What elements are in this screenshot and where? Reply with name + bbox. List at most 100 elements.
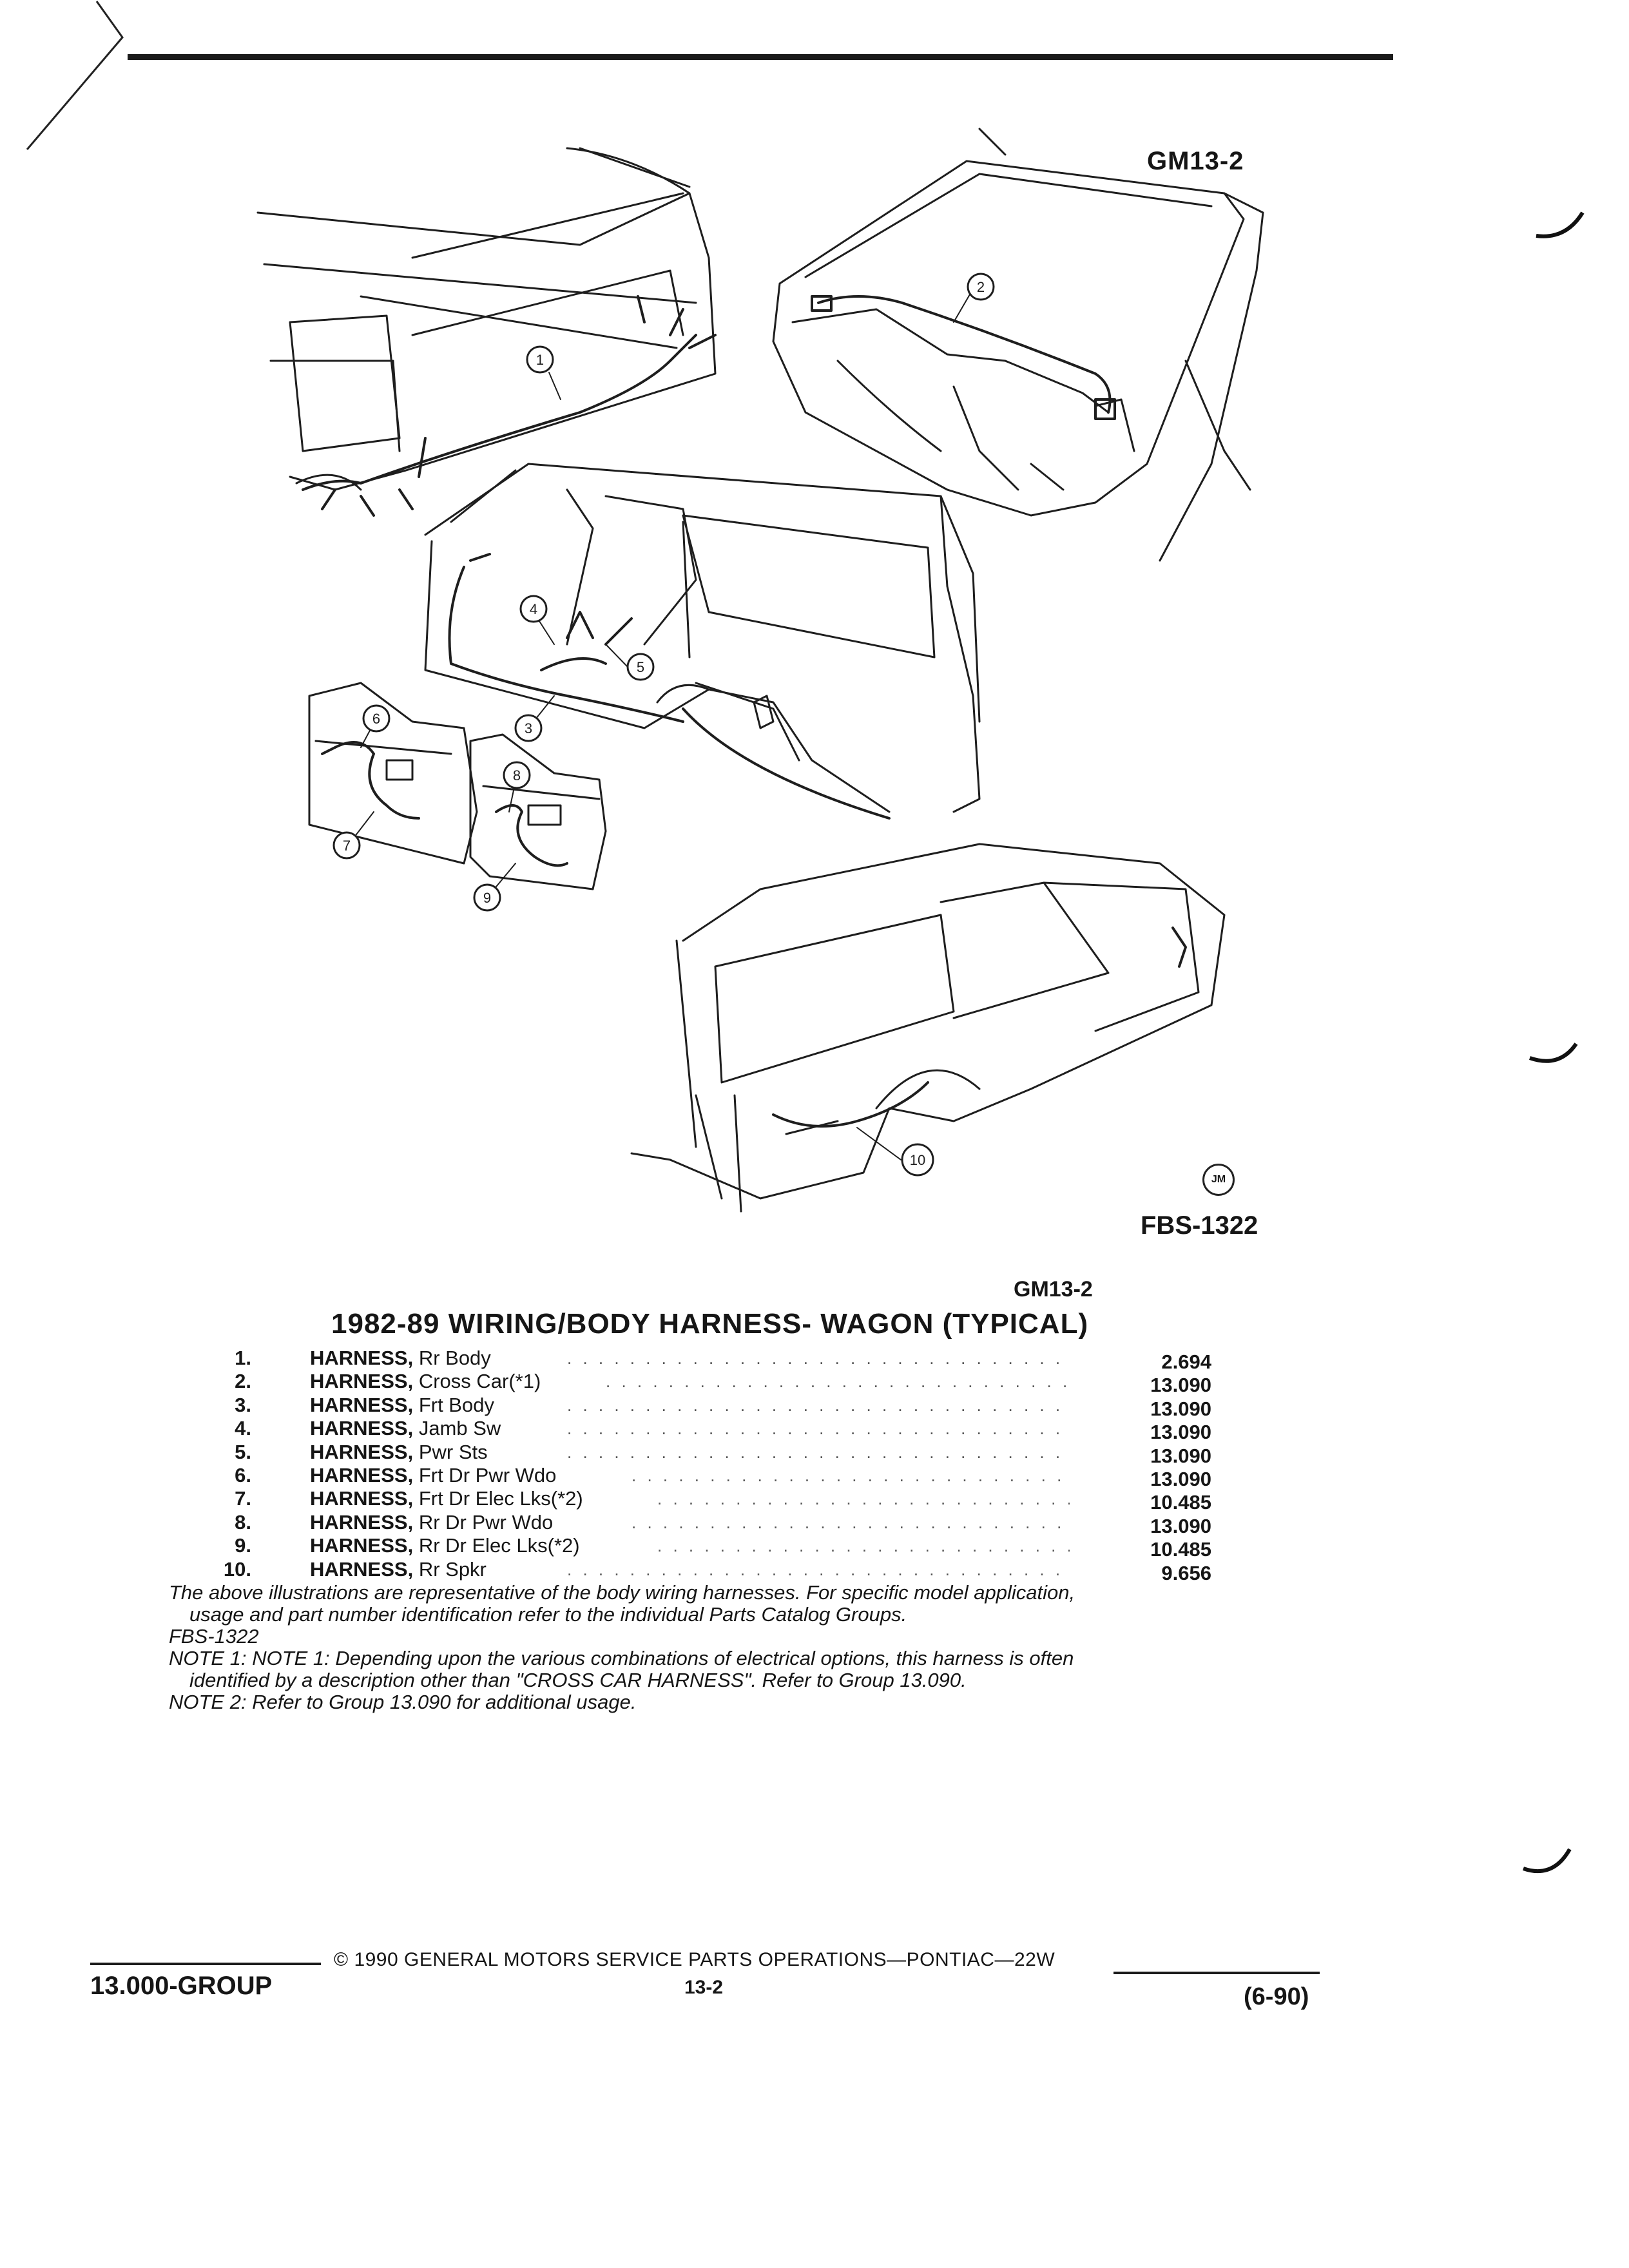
callout-1: 1	[526, 345, 554, 374]
section-title: 1982-89 WIRING/BODY HARNESS- WAGON (TYPI…	[331, 1308, 1089, 1340]
part-name: HARNESS,	[310, 1463, 414, 1486]
part-description: Pwr Sts	[413, 1440, 488, 1463]
parts-list-item: 8. HARNESS, Rr Dr Pwr Wdo . . . . . . . …	[193, 1510, 1211, 1537]
footer-group-label: 13.000-GROUP	[90, 1972, 273, 2000]
parts-list: 1. HARNESS, Rr Body . . . . . . . . . . …	[193, 1347, 1211, 1584]
item-number: 3.	[235, 1393, 251, 1416]
item-number: 8.	[235, 1510, 251, 1533]
callout-10: 10	[901, 1143, 934, 1177]
leader-dots: . . . . . . . . . . . . . . . . . . . . …	[567, 1419, 1070, 1439]
part-description: Frt Dr Pwr Wdo	[413, 1463, 557, 1486]
svg-text:3: 3	[525, 720, 532, 736]
group-number: 9.656	[1161, 1561, 1211, 1584]
part-name: HARNESS,	[310, 1347, 414, 1369]
svg-text:9: 9	[483, 890, 491, 906]
harness-3-5-wire	[448, 553, 891, 820]
part-description: Frt Dr Elec Lks(*2)	[413, 1487, 583, 1510]
edge-tick-mark	[1529, 1043, 1578, 1063]
parts-list-item: 4. HARNESS, Jamb Sw . . . . . . . . . . …	[193, 1417, 1211, 1443]
illustration-id: FBS-1322	[1141, 1211, 1258, 1240]
part-description: Frt Body	[413, 1393, 494, 1416]
harness-6-7-wire	[321, 741, 420, 820]
callout-3: 3	[514, 714, 543, 742]
part-description: Rr Dr Elec Lks(*2)	[413, 1534, 580, 1557]
rear-body-view	[256, 147, 717, 491]
part-name: HARNESS,	[310, 1370, 414, 1393]
edge-tick-mark	[1536, 211, 1585, 238]
svg-text:7: 7	[343, 838, 351, 854]
group-number: 13.090	[1150, 1444, 1211, 1467]
item-number: 1.	[235, 1347, 251, 1369]
part-description: Cross Car(*1)	[413, 1370, 541, 1393]
group-number: 10.485	[1150, 1491, 1211, 1514]
svg-text:2: 2	[977, 279, 985, 295]
callout-2: 2	[967, 273, 995, 301]
group-number: 13.090	[1150, 1467, 1211, 1490]
leader-dots: . . . . . . . . . . . . . . . . . . . . …	[631, 1465, 1070, 1485]
harness-10-wire	[772, 927, 1187, 1128]
part-name: HARNESS,	[310, 1510, 414, 1533]
svg-text:6: 6	[372, 711, 380, 727]
harness-2-wire	[811, 295, 1116, 420]
parts-list-item: 1. HARNESS, Rr Body . . . . . . . . . . …	[193, 1347, 1211, 1373]
part-name: HARNESS,	[310, 1557, 414, 1581]
group-number: 2.694	[1161, 1350, 1211, 1373]
corner-fold-mark	[26, 1, 124, 150]
jm-logo: JM	[1202, 1164, 1235, 1196]
group-number: 13.090	[1150, 1397, 1211, 1420]
svg-text:4: 4	[530, 601, 537, 617]
revision-date: (6-90)	[1244, 1983, 1309, 2010]
leader-dots: . . . . . . . . . . . . . . . . . . . . …	[631, 1512, 1070, 1532]
part-name: HARNESS,	[310, 1440, 414, 1463]
item-number: 2.	[235, 1370, 251, 1393]
part-description: Jamb Sw	[413, 1417, 501, 1440]
parts-list-item: 2. HARNESS, Cross Car(*1) . . . . . . . …	[193, 1370, 1211, 1396]
group-reference: GM13-2	[1014, 1277, 1093, 1302]
part-description: Rr Body	[413, 1347, 491, 1369]
part-name: HARNESS,	[310, 1534, 414, 1557]
part-description: Rr Dr Pwr Wdo	[413, 1510, 554, 1533]
note-line: identified by a description other than "…	[189, 1669, 967, 1691]
item-number: 5.	[235, 1440, 251, 1463]
parts-list-item: 9. HARNESS, Rr Dr Elec Lks(*2) . . . . .…	[193, 1534, 1211, 1561]
callout-5: 5	[626, 653, 655, 681]
wiring-illustration: 1 2 3 4 5 6 7 8 9 10	[256, 128, 1264, 1213]
callout-6: 6	[362, 704, 390, 733]
svg-text:1: 1	[536, 352, 544, 368]
item-number: 7.	[235, 1487, 251, 1510]
item-number: 10.	[223, 1557, 251, 1581]
note-line: The above illustrations are representati…	[169, 1581, 1075, 1604]
parts-list-item: 6. HARNESS, Frt Dr Pwr Wdo . . . . . . .…	[193, 1463, 1211, 1490]
part-name: HARNESS,	[310, 1393, 414, 1416]
harness-8-9-wire	[495, 804, 568, 867]
note-line: FBS-1322	[169, 1625, 259, 1648]
group-number: 13.090	[1150, 1421, 1211, 1444]
part-description: Rr Spkr	[413, 1557, 487, 1581]
callout-4: 4	[519, 595, 548, 623]
top-rule	[128, 54, 1393, 60]
parts-list-item: 3. HARNESS, Frt Body . . . . . . . . . .…	[193, 1393, 1211, 1420]
svg-text:5: 5	[637, 659, 644, 675]
page-number: 13-2	[684, 1977, 724, 1998]
parts-list-item: 7. HARNESS, Frt Dr Elec Lks(*2) . . . . …	[193, 1487, 1211, 1514]
side-body-view	[424, 463, 981, 813]
note-line: NOTE 1: NOTE 1: Depending upon the vario…	[169, 1647, 1074, 1669]
svg-text:10: 10	[910, 1152, 925, 1168]
note-line: NOTE 2: Refer to Group 13.090 for additi…	[169, 1691, 637, 1713]
rear-door-view	[469, 733, 607, 890]
note-line: usage and part number identification ref…	[189, 1603, 907, 1626]
svg-text:8: 8	[513, 767, 521, 783]
footer-rule	[90, 1963, 321, 1965]
front-door-view	[308, 682, 478, 865]
leader-dots: . . . . . . . . . . . . . . . . . . . . …	[567, 1559, 1070, 1579]
copyright-line: © 1990 GENERAL MOTORS SERVICE PARTS OPER…	[334, 1949, 1055, 1970]
item-number: 6.	[235, 1463, 251, 1486]
leader-dots: . . . . . . . . . . . . . . . . . . . . …	[657, 1489, 1070, 1509]
callout-7: 7	[333, 831, 361, 860]
leader-dots: . . . . . . . . . . . . . . . . . . . . …	[567, 1395, 1070, 1415]
callout-8: 8	[503, 761, 531, 789]
group-number: 13.090	[1150, 1374, 1211, 1397]
edge-tick-mark	[1523, 1848, 1572, 1874]
footer-rule	[1113, 1972, 1320, 1974]
leader-dots: . . . . . . . . . . . . . . . . . . . . …	[606, 1372, 1070, 1392]
